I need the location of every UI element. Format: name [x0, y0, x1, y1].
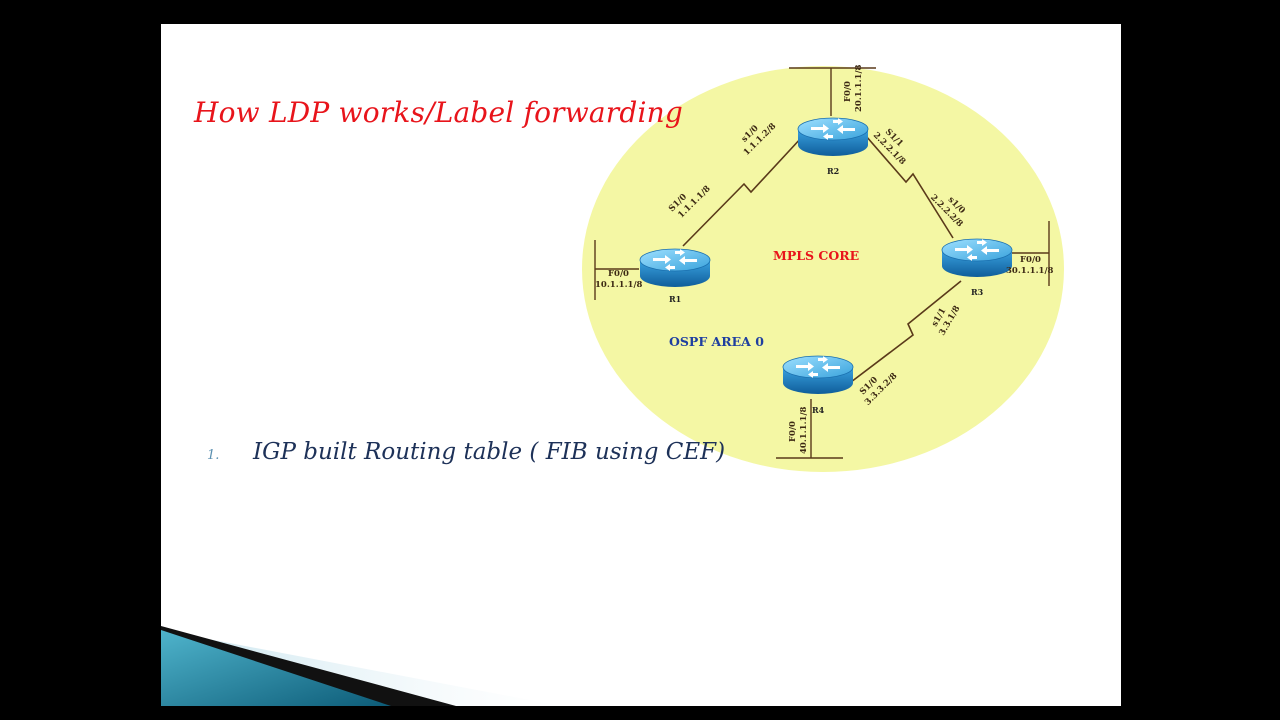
- r1-f0-ip-label: 10.1.1.1/8: [595, 280, 643, 290]
- r3-f0-label: F0/0: [1020, 255, 1041, 265]
- r1-f0-label: F0/0: [608, 269, 629, 279]
- mpls-core-cloud: [582, 66, 1064, 472]
- slide: R1 R2 R3 R4 MPLS CORE OSPF AREA 0 F0/0 1…: [161, 24, 1121, 706]
- router-r2-label: R2: [827, 166, 839, 176]
- slide-title: How LDP works/Label forwarding: [194, 96, 684, 129]
- router-r4-label: R4: [812, 405, 825, 415]
- ospf-area-label: OSPF AREA 0: [669, 334, 764, 349]
- bullet-number: 1.: [207, 448, 220, 463]
- r4-f0-ip-label: 40.1.1.1/8: [799, 406, 809, 454]
- router-r3-label: R3: [971, 287, 984, 297]
- router-r1-label: R1: [669, 294, 681, 304]
- link-r2-r3: [865, 135, 954, 239]
- mpls-network-diagram: R1 R2 R3 R4 MPLS CORE OSPF AREA 0 F0/0 1…: [582, 64, 1064, 472]
- mpls-core-label: MPLS CORE: [773, 248, 859, 263]
- corner-decoration: [161, 626, 561, 706]
- bullet-item: IGP built Routing table ( FIB using CEF): [253, 439, 726, 465]
- link-r3-r4: [850, 280, 962, 383]
- r4-f0-label: F0/0: [788, 421, 798, 442]
- link-r1-r2: [682, 136, 803, 247]
- r3-f0-ip-label: 30.1.1.1/8: [1006, 266, 1054, 276]
- r2-f0-ip-label: 20.1.1.1/8: [854, 64, 864, 112]
- r2-f0-label: F0/0: [843, 81, 853, 102]
